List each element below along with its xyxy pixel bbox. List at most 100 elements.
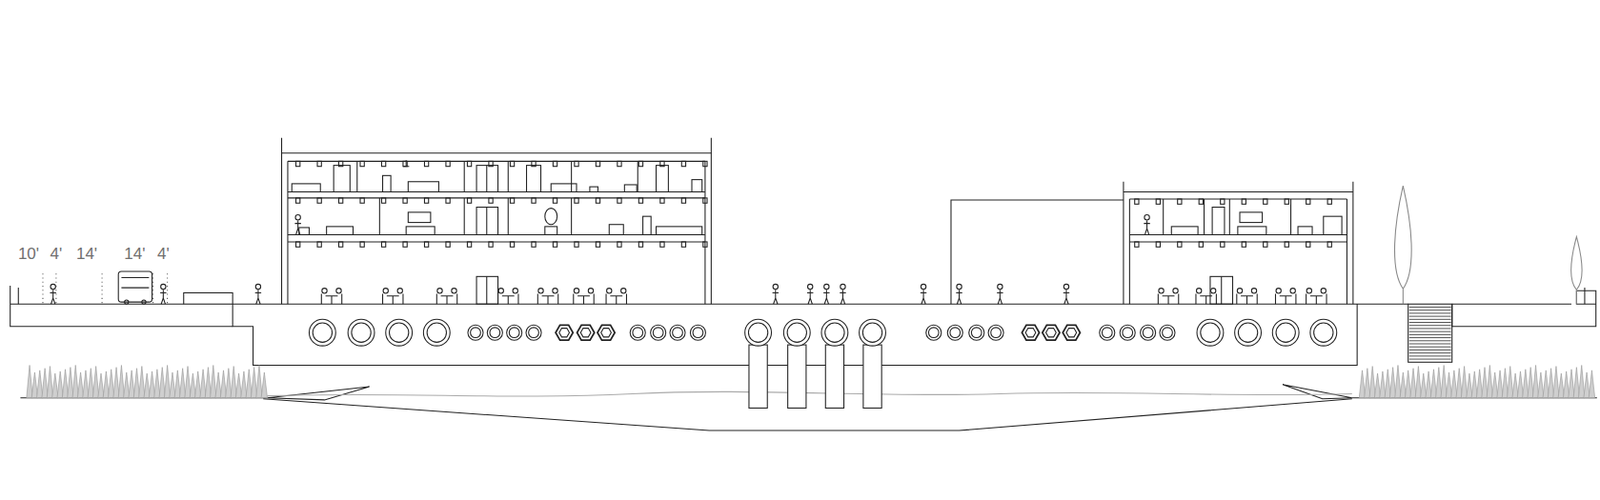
- dimension-label: 10': [17, 244, 41, 264]
- person: [621, 288, 627, 294]
- shrub: [61, 369, 68, 399]
- shrub: [1364, 368, 1371, 399]
- table-set: [1157, 294, 1178, 305]
- hex-pipe: [1066, 328, 1077, 338]
- beam-notch: [424, 242, 428, 247]
- beam-notch: [466, 198, 471, 203]
- tree: [1395, 185, 1413, 304]
- shrub: [1532, 364, 1539, 398]
- shrub: [98, 373, 104, 399]
- tv: [1239, 212, 1263, 223]
- person: [996, 289, 1003, 304]
- counter: [407, 182, 439, 193]
- pipe-circle: [1119, 324, 1135, 341]
- duct-circle: [1196, 319, 1224, 346]
- pylon: [863, 344, 882, 408]
- duct-circle: [787, 323, 807, 343]
- room-wall: [1163, 199, 1292, 235]
- stair: [1408, 303, 1453, 363]
- pipe-circle: [652, 327, 664, 339]
- beam-notch: [703, 242, 708, 247]
- appliance: [1323, 216, 1342, 235]
- beam-notch: [317, 242, 322, 247]
- table-set: [537, 294, 558, 305]
- generated-illustration: [26, 161, 1596, 408]
- beam-notch: [638, 161, 643, 166]
- low-wall: [183, 292, 233, 304]
- shrub: [1517, 371, 1523, 399]
- beam-notch: [1284, 199, 1289, 204]
- shrub: [261, 372, 267, 399]
- shrub: [1507, 366, 1514, 399]
- person: [336, 288, 342, 294]
- beam-notch: [531, 242, 536, 247]
- sofa: [1171, 226, 1198, 236]
- street-edge: [18, 287, 20, 304]
- shrub: [1486, 364, 1493, 398]
- door: [486, 276, 487, 304]
- shrub: [77, 372, 83, 399]
- shrub: [1389, 367, 1396, 399]
- shrub: [230, 366, 237, 399]
- shrub: [139, 366, 145, 399]
- shrub: [204, 367, 211, 399]
- sofa: [326, 226, 354, 236]
- shrub: [1542, 370, 1549, 399]
- shrub: [1481, 367, 1488, 399]
- beam-notch: [660, 198, 665, 203]
- shrub: [1583, 372, 1590, 399]
- person: [383, 288, 388, 294]
- person: [607, 288, 612, 294]
- person: [823, 289, 830, 304]
- beam-notch: [681, 198, 686, 203]
- duct-circle: [1272, 319, 1299, 346]
- person: [1196, 288, 1202, 294]
- table: [1297, 226, 1313, 236]
- beam-notch: [574, 198, 579, 203]
- fridge: [643, 216, 652, 235]
- shrub: [113, 367, 120, 399]
- beam-notch: [339, 161, 344, 166]
- lamp: [403, 160, 409, 166]
- bus: [141, 300, 146, 304]
- beam-notch: [296, 161, 301, 166]
- door: [486, 165, 487, 193]
- pipe-circle: [991, 327, 1002, 339]
- hull-fin: [1282, 384, 1353, 400]
- beam-notch: [660, 242, 665, 247]
- duct-circle: [351, 323, 371, 343]
- person: [498, 288, 504, 294]
- shrub: [154, 369, 161, 399]
- beam-notch: [466, 242, 471, 247]
- shrub: [1497, 370, 1503, 399]
- duct-circle: [825, 323, 845, 343]
- shrub: [1558, 373, 1564, 399]
- shrub: [82, 370, 89, 399]
- shrub: [184, 366, 191, 399]
- door: [1210, 276, 1234, 304]
- beam-notch: [1263, 199, 1268, 204]
- pipe-circle: [632, 327, 644, 339]
- shrub: [1430, 369, 1437, 399]
- person: [1063, 289, 1070, 304]
- person: [1236, 288, 1242, 294]
- hex-pipe: [1046, 328, 1057, 338]
- street-slab: [10, 285, 233, 327]
- beam-notch: [317, 198, 322, 203]
- duct-circle: [389, 323, 409, 343]
- beam-notch: [1327, 242, 1332, 247]
- shrub: [1379, 371, 1386, 399]
- duct-circle: [423, 319, 450, 346]
- beam-notch: [617, 161, 622, 166]
- shrub: [133, 368, 140, 399]
- stair-tread: [1409, 340, 1452, 342]
- person: [840, 283, 846, 289]
- person: [451, 288, 457, 294]
- beam-notch: [1155, 199, 1160, 204]
- beam-notch: [424, 198, 428, 203]
- dimension-label: 4': [156, 244, 171, 264]
- shrub: [1501, 368, 1508, 399]
- duct-circle: [1237, 323, 1257, 343]
